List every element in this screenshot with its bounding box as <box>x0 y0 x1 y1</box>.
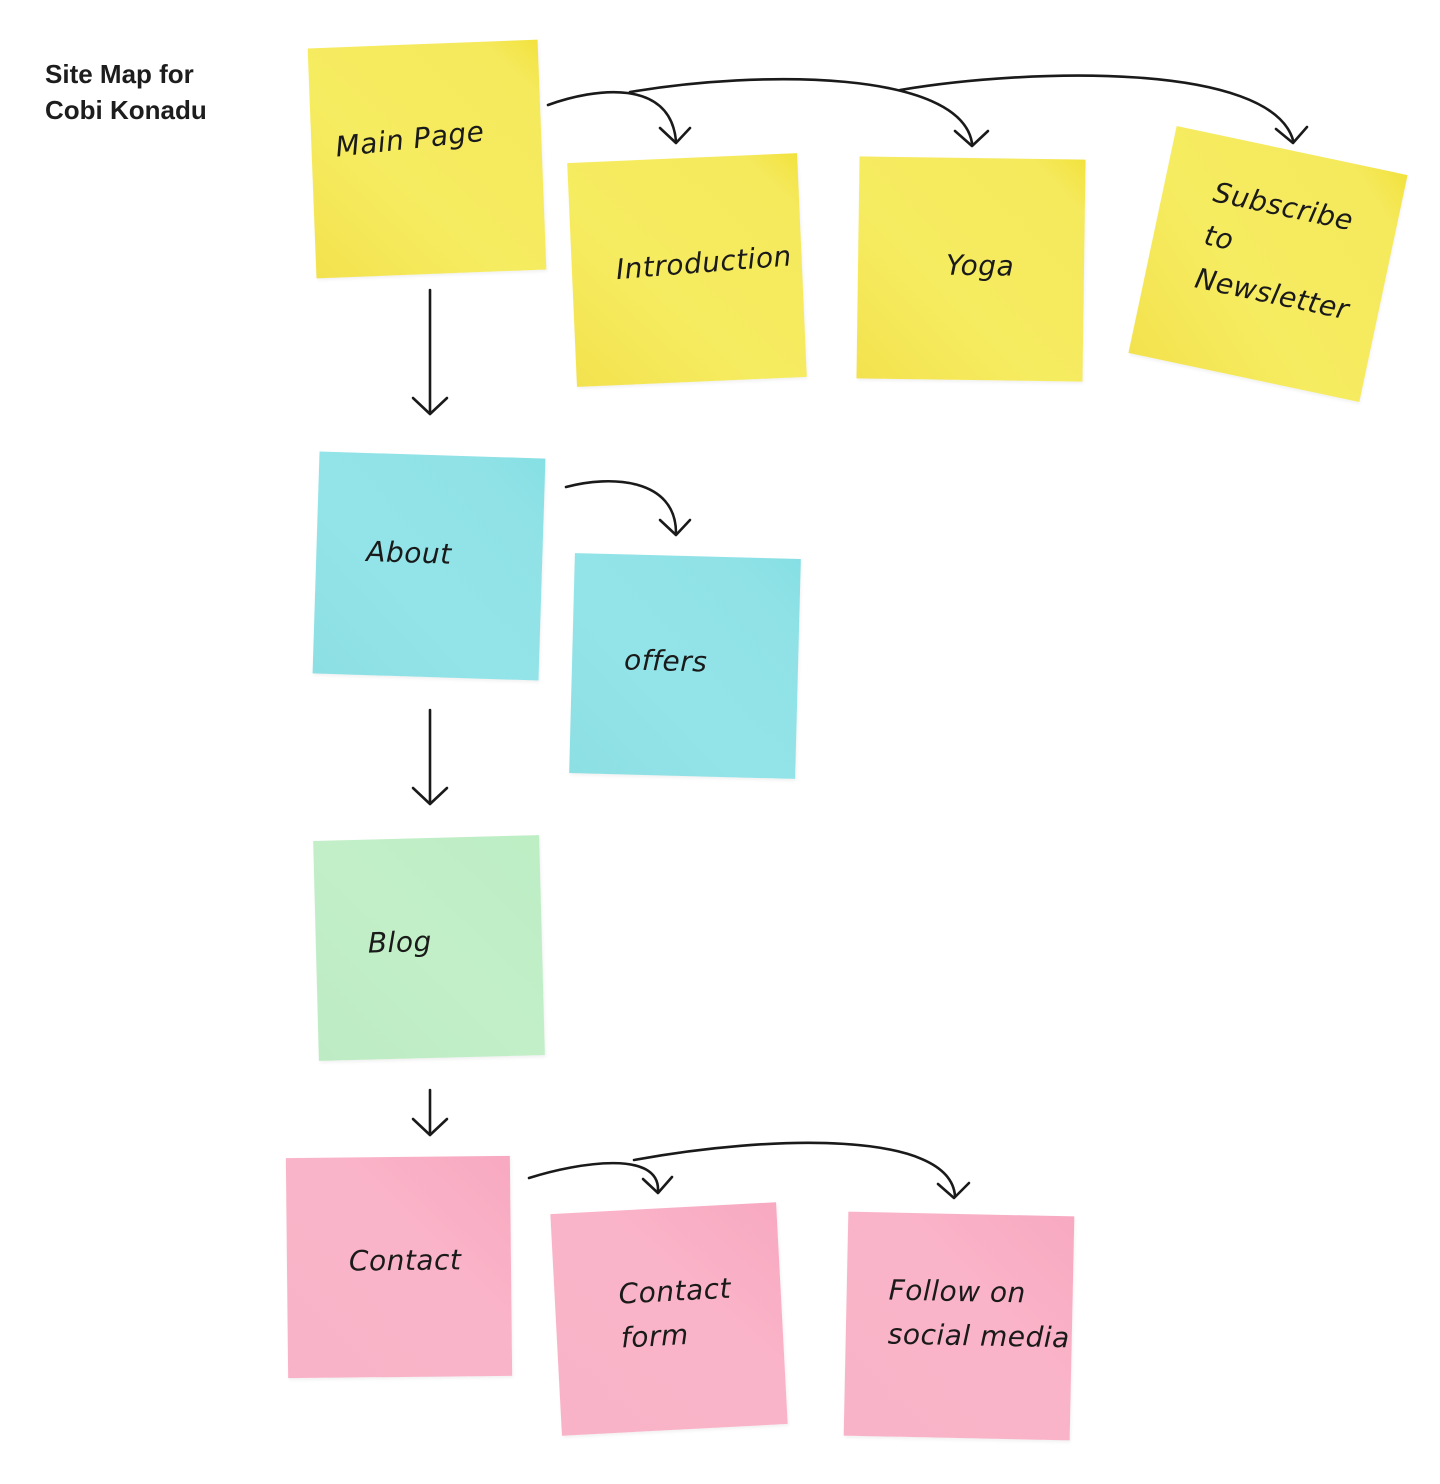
note-introduction: Introduction <box>567 153 807 387</box>
arrow-contact-to-form <box>527 1161 660 1193</box>
note-contact-label: Contact <box>348 1243 462 1278</box>
arrow-main-to-subscribe <box>898 74 1295 142</box>
arrowhead-follow <box>936 1181 971 1200</box>
note-main-page-label: Main Page <box>333 114 486 164</box>
note-follow-social: Follow on social media <box>843 1211 1075 1441</box>
arrowhead-offers <box>658 518 692 537</box>
arrow-contact-to-follow <box>632 1141 957 1198</box>
arrowhead-form <box>641 1175 674 1195</box>
arrowhead-blog <box>411 786 449 806</box>
note-yoga-label: Yoga <box>945 248 1015 283</box>
arrow-main-to-yoga <box>628 77 974 145</box>
arrowhead-subscribe <box>1274 125 1309 145</box>
note-offers-label: offers <box>623 643 708 679</box>
arrowhead-contact <box>411 1117 449 1137</box>
note-main-page: Main Page <box>307 39 547 279</box>
arrow-main-to-intro <box>546 90 678 143</box>
note-contact-form-label: Contact form <box>617 1271 732 1355</box>
page-title: Site Map for Cobi Konadu <box>45 56 207 128</box>
arrowhead-yoga <box>953 129 990 148</box>
title-line-1: Site Map for <box>45 59 194 89</box>
note-offers: offers <box>569 553 801 779</box>
note-contact: Contact <box>285 1155 513 1379</box>
note-follow-social-label: Follow on social media <box>887 1273 1071 1355</box>
arrowhead-intro <box>658 126 692 145</box>
note-contact-form: Contact form <box>550 1202 788 1436</box>
note-introduction-label: Introduction <box>614 239 793 287</box>
title-line-2: Cobi Konadu <box>45 95 207 125</box>
note-yoga: Yoga <box>856 156 1086 382</box>
note-blog: Blog <box>313 835 545 1061</box>
note-subscribe-label: Subscribe to Newsletter <box>1192 175 1357 327</box>
note-subscribe: Subscribe to Newsletter <box>1128 126 1408 402</box>
arrow-about-to-offers <box>564 479 678 535</box>
note-blog-label: Blog <box>367 924 433 960</box>
arrowhead-about <box>411 396 449 416</box>
note-about-label: About <box>365 535 453 571</box>
note-about: About <box>312 451 546 681</box>
